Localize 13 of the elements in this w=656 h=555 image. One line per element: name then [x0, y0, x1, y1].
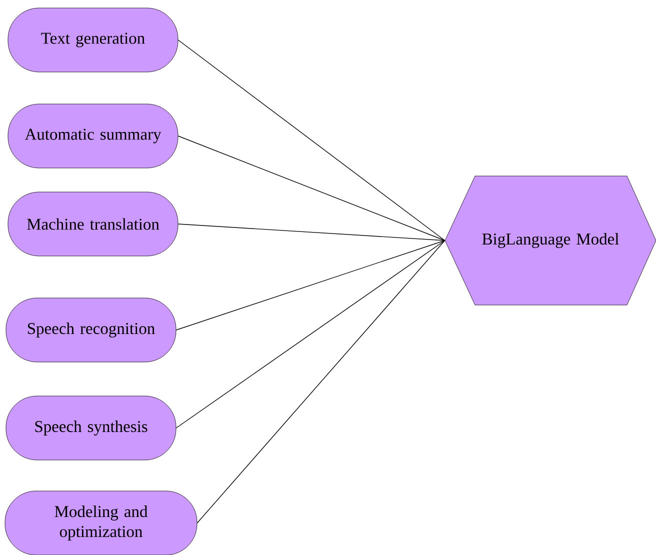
connector-line	[176, 240, 446, 428]
rounded-box: Modeling and optimization	[4, 490, 198, 555]
rounded-box: Speech synthesis	[6, 396, 176, 460]
rounded-box: Speech recognition	[6, 298, 176, 362]
hexagon: BigLanguage Model	[444, 176, 656, 306]
connector-line	[178, 136, 446, 241]
rounded-box: Machine translation	[8, 192, 178, 256]
connector-line	[196, 240, 446, 524]
rounded-box: Automatic summary	[8, 104, 178, 168]
rounded-box: Text generation	[8, 8, 178, 72]
connector-line	[178, 224, 446, 241]
connector-line	[176, 240, 446, 330]
connector-line	[178, 40, 446, 241]
